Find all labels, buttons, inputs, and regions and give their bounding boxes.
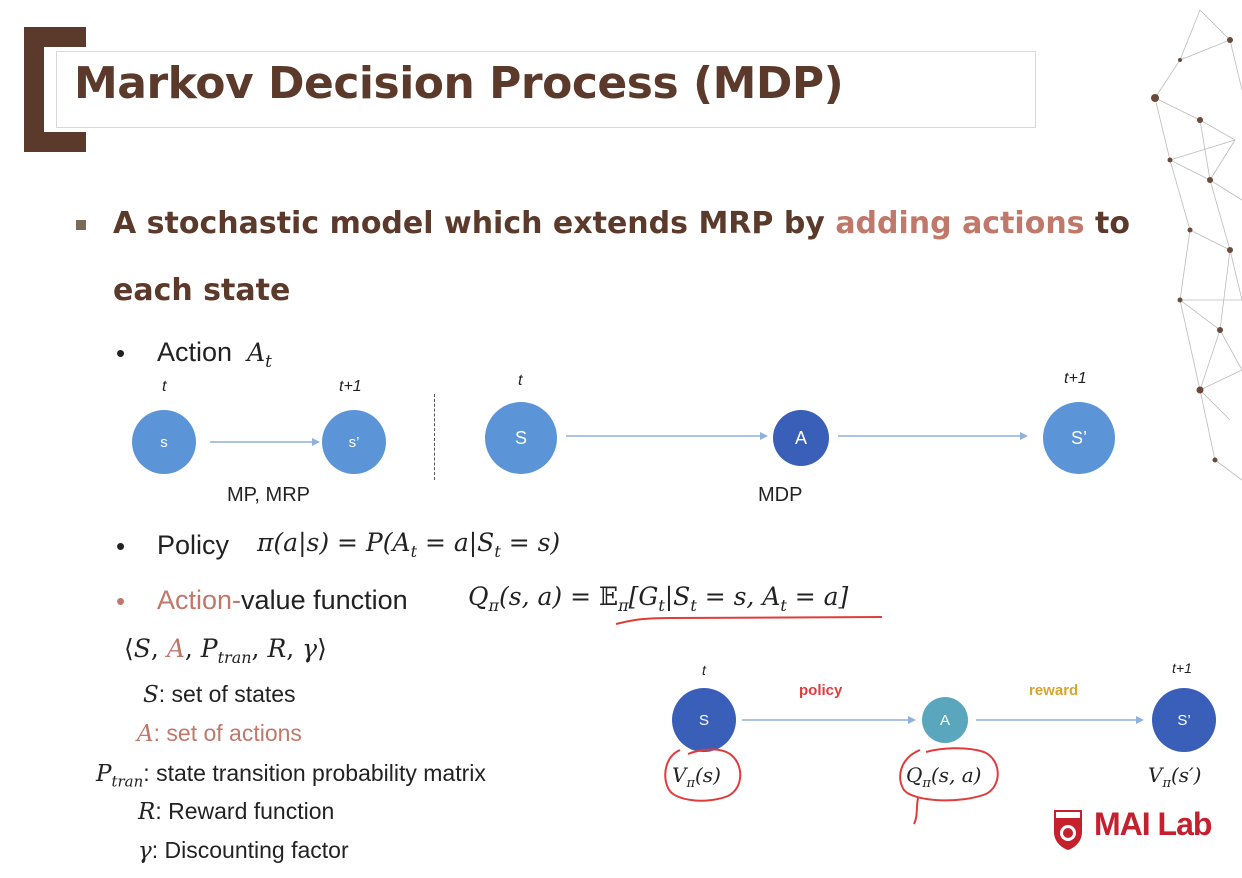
reward-edge-label: reward [1029,682,1079,699]
main-bullet-highlight: adding actions [835,206,1085,241]
bullet-dot: • [116,338,126,368]
diagram2-t1-label: t+1 [1064,370,1087,387]
diagram2-caption: MDP [758,484,803,506]
diagram2-arrow-s-to-a [566,432,768,440]
diagram2-arrow-a-to-s [838,432,1028,440]
state-value-s-prime: Vπ(s′) [1148,763,1202,791]
main-bullet-text-end: to [1084,206,1130,241]
diagram1-caption: MP, MRP [227,484,310,506]
diagram2-node-a: A [773,410,829,466]
diagram1-arrow [210,438,320,446]
definition-states: S: set of states [143,681,296,708]
lab-logo-text: MAI Lab [1094,806,1212,842]
diagram3-node-s-prime: S’ [1152,688,1216,752]
title-bracket [24,27,44,152]
diagram2-node-s-prime: S’ [1043,402,1115,474]
action-label: Action [157,337,233,367]
diagram2-t-label: t [518,372,523,389]
action-symbol: At [247,338,272,372]
diagram3-node-s: S [672,688,736,752]
action-value-sa: Qπ(s, a) [906,763,982,791]
action-bullet: Action At [157,337,272,372]
handwritten-underline [615,616,883,625]
page-title: Markov Decision Process (MDP) [74,58,844,109]
action-value-formula: Qπ(s, a) = 𝔼π[Gt|St = s, At = a] [468,582,849,615]
diagram-divider [434,394,435,480]
definition-actions: A: set of actions [137,720,302,747]
mdp-tuple: ⟨S, A, Ptran, R, γ⟩ [124,634,327,667]
diagram1-node-s: s [132,410,196,474]
definition-reward: R: Reward function [138,798,335,825]
main-bullet-line1: A stochastic model which extends MRP by … [113,206,1130,241]
diagram1-t1-label: t+1 [339,378,362,395]
title-bracket-top [24,27,86,47]
diagram1-t-label: t [162,378,167,395]
state-value-s: Vπ(s) [672,763,721,791]
definition-discount: γ: Discounting factor [138,837,349,864]
policy-edge-label: policy [799,682,843,699]
title-bracket-bottom [24,132,86,152]
diagram3-arrow-policy [742,716,916,724]
bullet-dot-red: • [116,586,126,616]
definition-transition: Ptran: state transition probability matr… [96,760,486,791]
diagram3-t-label: t [702,662,706,678]
title-box [56,51,1036,128]
policy-formula: π(a|s) = P(At = a|St = s) [257,528,561,561]
diagram2-node-s: S [485,402,557,474]
policy-label: Policy [157,530,230,560]
main-bullet-line2: each state [113,273,291,308]
diagram3-arrow-reward [976,716,1144,724]
handwritten-circle-q [899,747,999,825]
bullet-dot: • [116,531,126,561]
university-crest-icon [1052,806,1084,850]
square-bullet-icon [76,220,86,230]
diagram3-t1-label: t+1 [1172,660,1192,676]
action-value-label: Action-value function [157,585,408,615]
network-decoration [1151,9,1242,481]
main-bullet-text: A stochastic model which extends MRP by [113,206,836,241]
handwritten-circle-v [664,748,742,802]
diagram3-node-a: A [922,697,968,743]
diagram1-node-s-prime: s’ [322,410,386,474]
